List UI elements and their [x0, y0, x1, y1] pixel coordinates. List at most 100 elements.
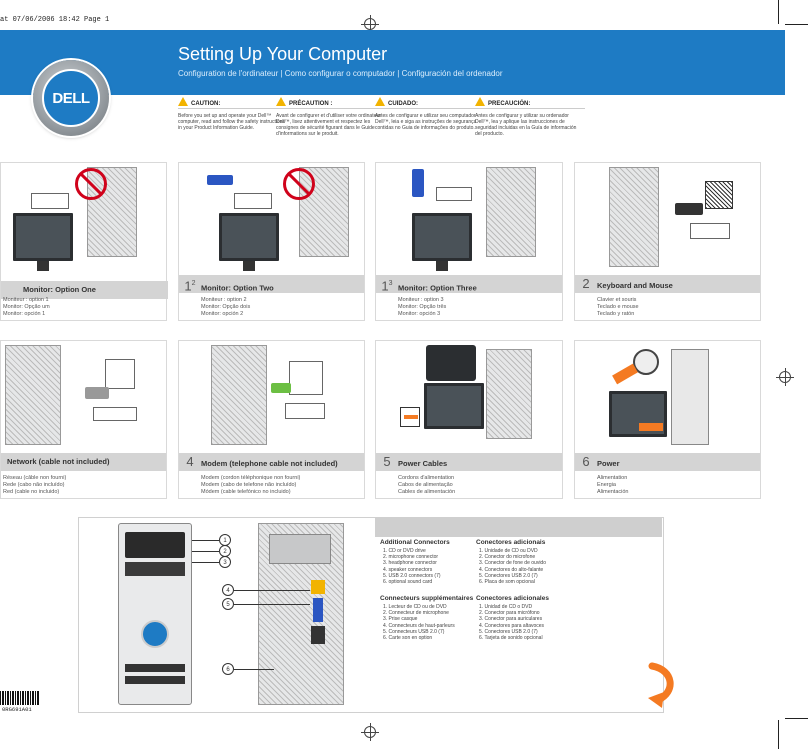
warning-icon — [178, 97, 188, 106]
page-subtitle: Configuration de l'ordinateur | Como con… — [178, 69, 503, 78]
step-title-bar: Monitor: Option One — [1, 281, 166, 299]
caution-text: Antes de configurar e utilizar seu compu… — [375, 113, 477, 131]
step-title: Network (cable not included) — [7, 457, 110, 466]
usb-device-icon — [705, 181, 733, 209]
vga-cable-illustration — [412, 169, 424, 197]
connecteurs-supplementaires-title: Connecteurs supplémentaires — [380, 595, 474, 602]
callout-3: 3 — [219, 556, 231, 568]
monitor-illustration — [219, 213, 279, 261]
header-banner — [0, 30, 785, 95]
step-title: Keyboard and Mouse — [597, 281, 673, 290]
leader-line — [234, 590, 310, 591]
vga-connector-icon — [436, 187, 472, 201]
registration-mark — [361, 723, 379, 741]
caution-text: Avant de configurer et d'utiliser votre … — [276, 113, 381, 137]
monitor-illustration — [412, 213, 472, 261]
callout-5: 5 — [222, 598, 234, 610]
callout-4: 4 — [222, 584, 234, 596]
leader-line — [234, 669, 274, 670]
step-title: Power — [597, 459, 620, 468]
computer-back-illustration — [211, 345, 267, 445]
step-number: 4 — [186, 454, 194, 469]
network-plug-illustration — [85, 387, 109, 399]
step-title: Power Cables — [398, 459, 448, 468]
warning-icon — [475, 97, 485, 106]
additional-connectors-title: Additional Connectors — [380, 539, 450, 546]
computer-back-illustration — [299, 167, 349, 257]
leader-line — [192, 540, 219, 541]
network-port-illustration — [105, 359, 135, 389]
monitor-illustration — [424, 383, 484, 429]
prohibited-icon — [75, 168, 107, 200]
step-number: 2 — [582, 276, 590, 291]
step-translations: Modem (cordon téléphonique non fourni)Mo… — [201, 475, 301, 495]
leader-line — [234, 604, 310, 605]
step-title-bar: 2 Keyboard and Mouse — [575, 275, 760, 293]
step-title-bar: 5 Power Cables — [376, 453, 562, 471]
caution-heading: CAUTION: — [178, 97, 288, 109]
step-title: Monitor: Option Two — [201, 283, 274, 293]
arrow-icon — [639, 423, 663, 431]
callout-6: 6 — [222, 663, 234, 675]
modem-port-illustration — [289, 361, 323, 395]
caution-heading: CUIDADO: — [375, 97, 485, 109]
network-icon — [93, 407, 137, 421]
dvi-cable-illustration — [207, 175, 233, 185]
crop-mark — [778, 720, 779, 749]
warning-icon — [276, 97, 286, 106]
usb-plug-illustration — [675, 203, 703, 215]
dell-logo — [141, 620, 169, 648]
step-panel-monitor-option-three: 13 Monitor: Option Three Moniteur : optio… — [375, 162, 563, 321]
warning-icon — [375, 97, 385, 106]
step-title: Monitor: Option Three — [398, 283, 477, 293]
computer-back-illustration — [258, 523, 344, 705]
power-plug-illustration — [426, 345, 476, 381]
part-number: 0RG691A01 — [2, 706, 32, 713]
computer-back-illustration — [5, 345, 61, 445]
step-number: 6 — [582, 454, 590, 469]
arrow-icon — [404, 415, 418, 419]
step-translations: Réseau (câble non fourni)Rede (cabo não … — [3, 475, 67, 495]
dell-logo-text: DELL — [42, 69, 100, 127]
conectores-adicionales-title: Conectores adicionales — [476, 595, 549, 602]
registration-mark — [776, 368, 794, 386]
step-title-bar: 13 Monitor: Option Three — [376, 275, 562, 293]
conectores-adicionais-title: Conectores adicionais — [476, 539, 546, 546]
turn-page-arrow-icon — [644, 662, 682, 708]
modem-icon — [285, 403, 325, 419]
step-title-bar: 6 Power — [575, 453, 760, 471]
step-title-bar: Network (cable not included) — [1, 453, 166, 471]
crop-mark — [785, 718, 808, 719]
crop-mark — [785, 24, 808, 25]
step-panel-modem: 4 Modem (telephone cable not included) Mo… — [178, 340, 365, 499]
step-number: 12 — [184, 278, 196, 294]
power-button-icon — [633, 349, 659, 375]
prohibited-icon — [283, 168, 315, 200]
dvi-connector-icon — [31, 193, 69, 209]
step-panel-network: Network (cable not included) Réseau (câb… — [0, 340, 167, 499]
computer-front-illustration — [118, 523, 192, 705]
step-title: Modem (telephone cable not included) — [201, 459, 338, 468]
step-number: 13 — [381, 278, 393, 294]
page-title: Setting Up Your Computer — [178, 44, 388, 64]
computer-back-illustration — [609, 167, 659, 267]
caution-heading: PRÉCAUTION : — [276, 97, 386, 109]
barcode — [0, 691, 40, 705]
step-title-bar: 12 Monitor: Option Two — [179, 275, 364, 293]
step-title: Monitor: Option One — [23, 285, 96, 294]
step-panel-monitor-option-two: 12 Monitor: Option Two Moniteur : option … — [178, 162, 365, 321]
monitor-stand — [37, 261, 49, 271]
caution-heading: PRECAUCIÓN: — [475, 97, 585, 109]
step-number: 5 — [383, 454, 391, 469]
